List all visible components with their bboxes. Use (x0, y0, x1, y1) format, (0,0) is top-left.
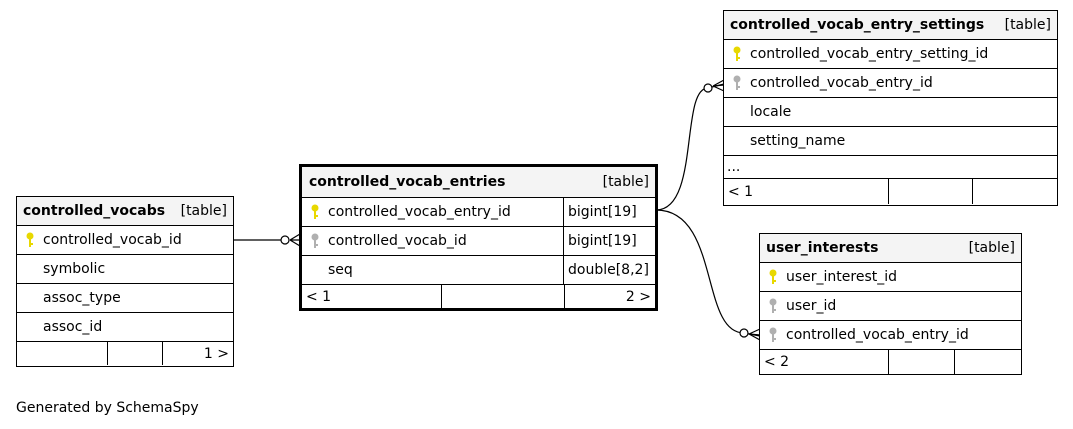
column-name: locale (750, 104, 792, 120)
foreign-key-icon (760, 326, 786, 344)
column-name: user_id (786, 298, 837, 314)
column-row[interactable]: user_interest_id (760, 263, 1021, 292)
column-row[interactable]: user_id (760, 292, 1021, 321)
primary-key-icon (302, 203, 328, 221)
column-row[interactable]: locale (724, 98, 1057, 127)
column-name: assoc_type (43, 290, 121, 306)
optional-marker (280, 235, 290, 245)
column-name: controlled_vocab_id (328, 233, 467, 249)
optional-marker (703, 83, 713, 93)
column-name: controlled_vocab_id (43, 232, 182, 248)
children-count[interactable] (955, 350, 1021, 374)
table-header: controlled_vocab_entry_settings [table] (724, 11, 1057, 40)
more-columns: ... (727, 159, 741, 175)
table-name: controlled_vocab_entries (309, 174, 506, 190)
primary-key-icon (760, 268, 786, 286)
children-count[interactable]: 1 > (203, 345, 229, 362)
column-row[interactable]: controlled_vocab_entry_setting_id (724, 40, 1057, 69)
table-name: user_interests (766, 240, 879, 256)
table-footer: 1 > (17, 342, 233, 365)
crowfoot-marker (712, 79, 725, 92)
more-columns-row[interactable]: ... (724, 156, 1057, 179)
table-user-interests[interactable]: user_interests [table] user_interest_id … (759, 233, 1022, 375)
table-kind: [table] (968, 240, 1015, 256)
primary-key-icon (724, 45, 750, 63)
table-footer: < 2 (760, 350, 1021, 374)
parents-count[interactable] (17, 342, 108, 365)
table-header: user_interests [table] (760, 234, 1021, 263)
column-type: bigint[19] (563, 198, 655, 226)
parents-count[interactable]: < 1 (724, 179, 889, 204)
table-kind: [table] (1004, 17, 1051, 33)
table-footer: < 1 2 > (302, 285, 655, 308)
optional-marker (739, 328, 749, 338)
column-row[interactable]: controlled_vocab_id (17, 226, 233, 255)
column-row[interactable]: controlled_vocab_id bigint[19] (302, 227, 655, 256)
column-row[interactable]: assoc_id (17, 313, 233, 342)
primary-key-icon (17, 231, 43, 249)
table-controlled-vocab-entry-settings[interactable]: controlled_vocab_entry_settings [table] … (723, 10, 1058, 206)
column-name: seq (328, 262, 353, 278)
column-name: controlled_vocab_entry_id (328, 204, 511, 220)
column-row[interactable]: assoc_type (17, 284, 233, 313)
crowfoot-marker (748, 328, 761, 341)
column-row[interactable]: controlled_vocab_entry_id bigint[19] (302, 198, 655, 227)
edge-entries-to-user-interests (655, 209, 761, 337)
column-name: assoc_id (43, 319, 103, 335)
column-name: controlled_vocab_entry_id (750, 75, 933, 91)
table-name: controlled_vocabs (23, 203, 166, 219)
foreign-key-icon (760, 297, 786, 315)
column-name: controlled_vocab_entry_setting_id (750, 46, 989, 62)
table-footer: < 1 (724, 179, 1057, 204)
table-header: controlled_vocab_entries [table] (302, 167, 655, 198)
column-row[interactable]: controlled_vocab_entry_id (724, 69, 1057, 98)
column-row[interactable]: seq double[8,2] (302, 256, 655, 285)
column-name: setting_name (750, 133, 846, 149)
column-name: controlled_vocab_entry_id (786, 327, 969, 343)
parents-count[interactable]: < 1 (302, 285, 442, 308)
column-row[interactable]: symbolic (17, 255, 233, 284)
column-row[interactable]: controlled_vocab_entry_id (760, 321, 1021, 350)
table-kind: [table] (602, 174, 649, 190)
column-name: symbolic (43, 261, 106, 277)
table-name: controlled_vocab_entry_settings (730, 17, 985, 33)
column-row[interactable]: setting_name (724, 127, 1057, 156)
children-count[interactable]: 2 > (625, 288, 651, 305)
parents-count[interactable]: < 2 (760, 350, 889, 374)
table-header: controlled_vocabs [table] (17, 197, 233, 226)
column-type: bigint[19] (563, 227, 655, 255)
column-name: user_interest_id (786, 269, 898, 285)
children-count[interactable] (973, 179, 1057, 204)
column-type: double[8,2] (563, 256, 655, 284)
table-kind: [table] (180, 203, 227, 219)
foreign-key-icon (302, 232, 328, 250)
crowfoot-marker (289, 233, 301, 247)
foreign-key-icon (724, 74, 750, 92)
table-controlled-vocabs[interactable]: controlled_vocabs [table] controlled_voc… (16, 196, 234, 367)
table-controlled-vocab-entries[interactable]: controlled_vocab_entries [table] control… (299, 164, 658, 311)
edge-entries-to-settings (655, 83, 725, 211)
generated-by-label: Generated by SchemaSpy (16, 400, 199, 416)
